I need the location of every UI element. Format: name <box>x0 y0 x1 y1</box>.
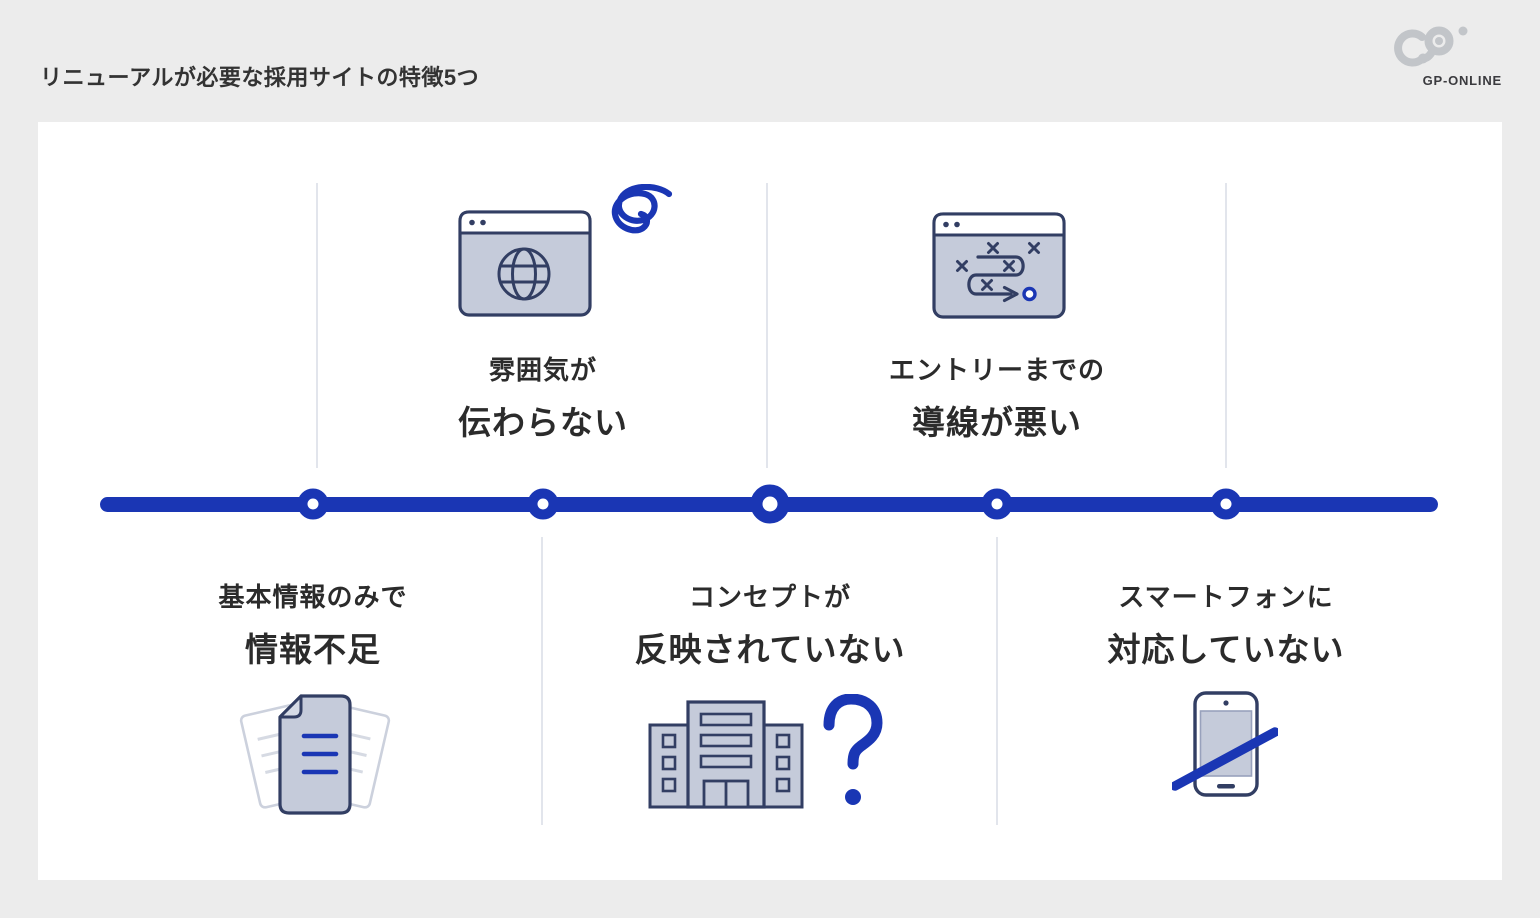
item-3-line1: コンセプトが <box>688 582 851 612</box>
question-mark-icon <box>823 694 883 805</box>
item-5-line1: スマートフォンに <box>1118 582 1334 612</box>
timeline-node-2 <box>527 488 559 520</box>
item-5-line2: 対応していない <box>1107 631 1345 668</box>
browser-route-icon <box>932 212 1066 319</box>
timeline-node-5 <box>1210 488 1242 520</box>
brand-logo: GP-ONLINE <box>1376 24 1502 88</box>
item-2-line1: 雰囲気が <box>488 355 597 385</box>
divider-line <box>766 183 768 468</box>
scribble-icon <box>611 184 673 234</box>
divider-line <box>1225 183 1227 468</box>
item-4-label: エントリーまでの 導線が悪い <box>797 350 1197 444</box>
item-5-label: スマートフォンに 対応していない <box>1026 577 1426 671</box>
divider-line <box>996 537 998 825</box>
documents-icon <box>239 694 391 815</box>
item-1-label: 基本情報のみで 情報不足 <box>113 577 513 671</box>
item-4-line2: 導線が悪い <box>912 404 1082 441</box>
phone-slashed-icon <box>1172 691 1278 797</box>
page-title: リニューアルが必要な採用サイトの特徴5つ <box>40 65 480 90</box>
brand-logo-text: GP-ONLINE <box>1422 73 1502 88</box>
timeline-node-4 <box>981 488 1013 520</box>
item-3-line2: 反映されていない <box>634 631 906 668</box>
timeline-node-1 <box>297 488 329 520</box>
item-3-label: コンセプトが 反映されていない <box>570 577 970 671</box>
item-1-line1: 基本情報のみで <box>218 582 408 612</box>
building-icon <box>648 700 804 809</box>
gp-logo-icon <box>1394 26 1468 67</box>
browser-globe-icon <box>458 210 592 317</box>
divider-line <box>541 537 543 825</box>
divider-line <box>316 183 318 468</box>
item-2-line2: 伝わらない <box>458 404 628 441</box>
item-4-line1: エントリーまでの <box>888 355 1105 385</box>
item-2-label: 雰囲気が 伝わらない <box>343 350 743 444</box>
timeline-node-3 <box>750 484 790 524</box>
item-1-line2: 情報不足 <box>245 631 381 668</box>
